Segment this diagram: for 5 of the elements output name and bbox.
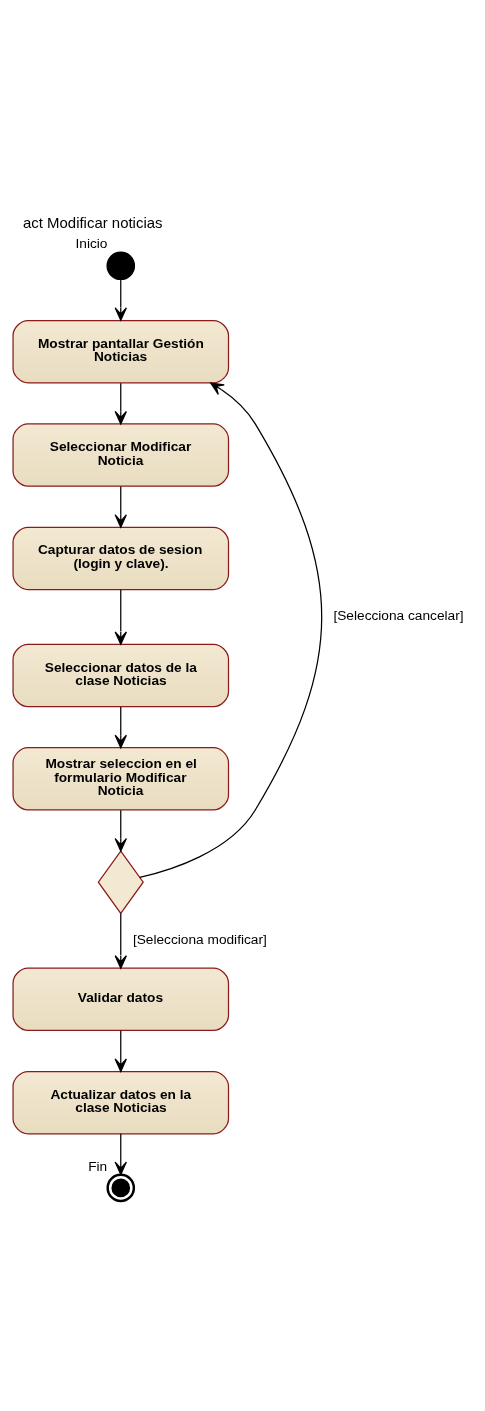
edge-label: [Selecciona cancelar] [333, 607, 464, 623]
diagram-title: act Modificar noticias [23, 213, 163, 231]
node-label: Fin [88, 1158, 108, 1174]
edge-label: [Selecciona modificar] [132, 931, 267, 947]
node-label: Inicio [75, 235, 108, 251]
